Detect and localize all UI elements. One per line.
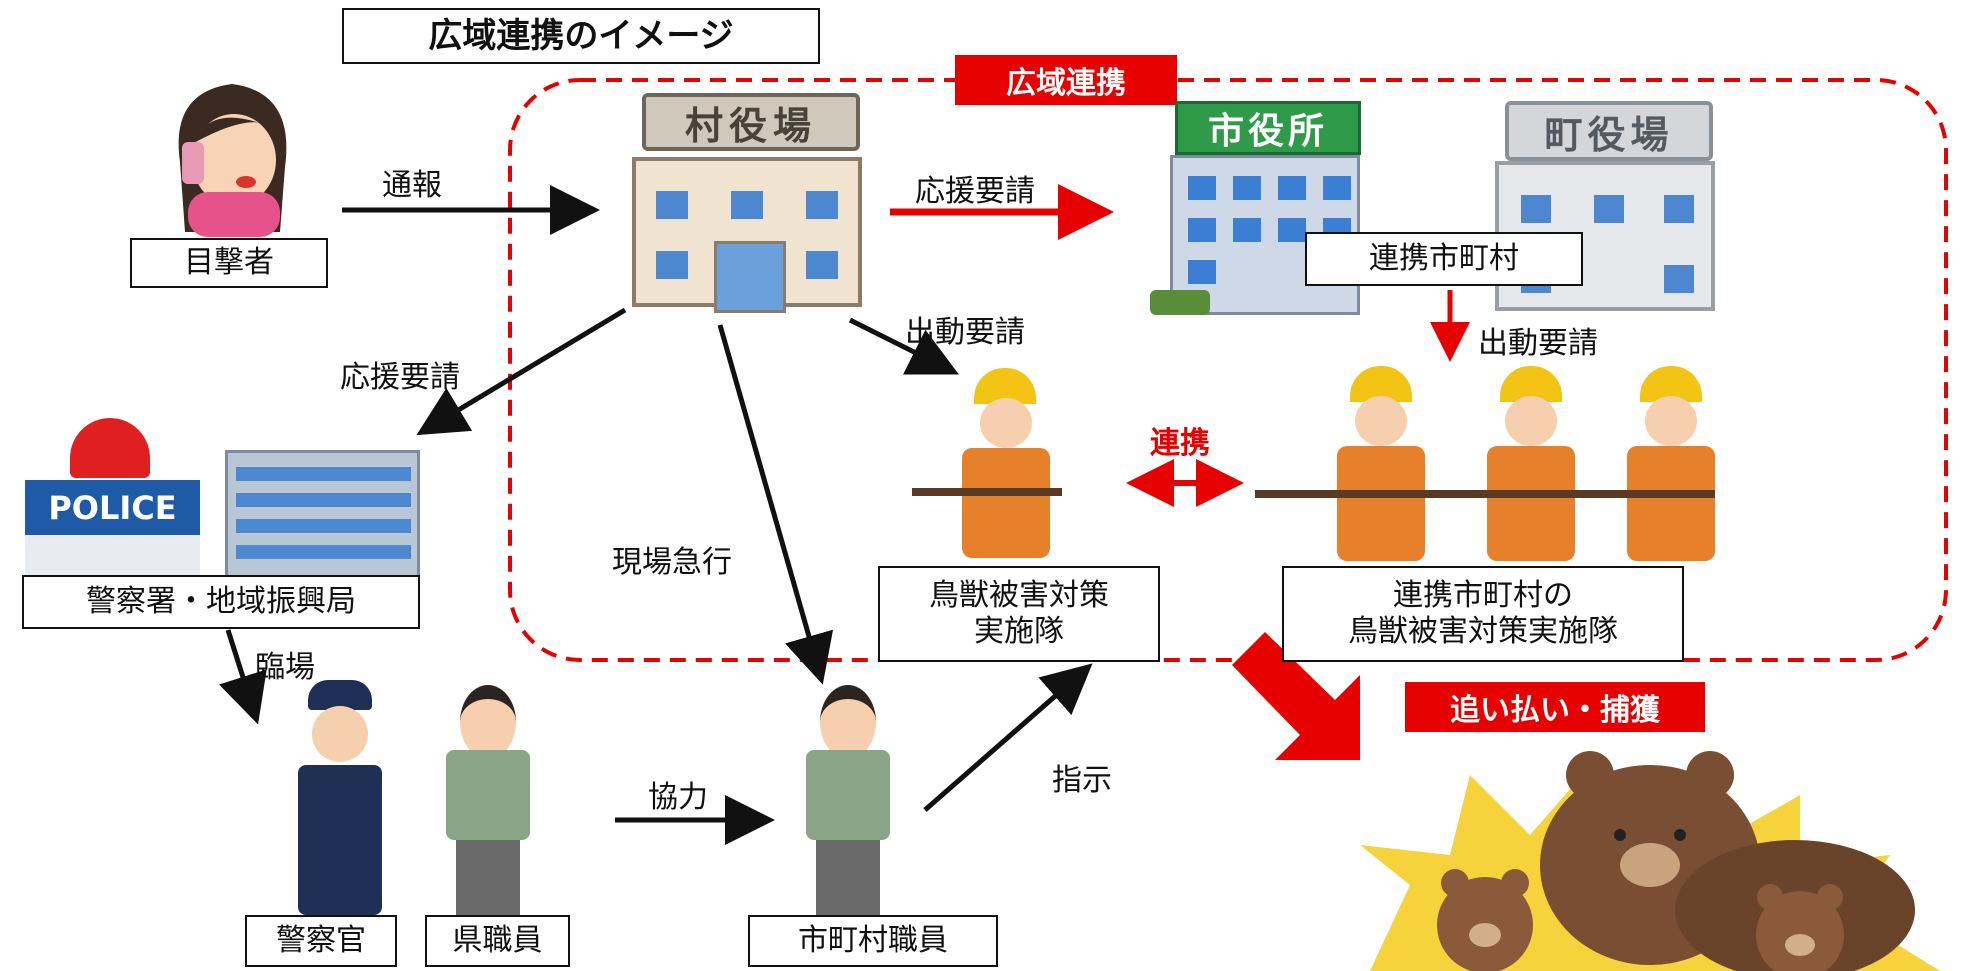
police-sign: POLICE <box>25 480 200 535</box>
label-support-request-city: 応援要請 <box>915 174 1035 209</box>
arrow-instruction <box>923 663 1093 812</box>
wildlife-team-label: 鳥獣被害対策 実施隊 <box>878 566 1160 662</box>
arrow-attend <box>219 629 267 725</box>
label-support-request-police: 応援要請 <box>340 360 460 395</box>
witness-illustration <box>160 72 305 237</box>
partner-municipalities-label: 連携市町村 <box>1305 232 1583 286</box>
label-report: 通報 <box>382 168 442 203</box>
label-instruction: 指示 <box>1052 763 1112 798</box>
label-collaboration: 連携 <box>1150 426 1210 461</box>
label-cooperation: 協力 <box>648 780 708 815</box>
village-office-body <box>632 157 862 313</box>
big-red-arrow <box>1232 632 1360 760</box>
wildlife-team-line1: 鳥獣被害対策 <box>929 578 1109 613</box>
village-office-sign: 村役場 <box>642 93 860 151</box>
arrow-support-police <box>416 307 627 436</box>
police-station-label: 警察署・地域振興局 <box>22 575 420 629</box>
diagram-title: 広域連携のイメージ <box>342 8 820 64</box>
police-station: POLICE <box>15 410 425 585</box>
partner-team-label: 連携市町村の 鳥獣被害対策実施隊 <box>1282 566 1684 662</box>
witness-label: 目撃者 <box>130 238 328 288</box>
partner-team-illustration <box>1255 358 1725 568</box>
label-rush-to-scene: 現場急行 <box>612 545 732 580</box>
wildlife-team-line2: 実施隊 <box>974 614 1064 649</box>
action-label: 追い払い・捕獲 <box>1405 682 1705 732</box>
police-officer-label: 警察官 <box>245 915 397 967</box>
bears-illustration <box>1360 751 1940 971</box>
city-office: 市役所 <box>1150 95 1380 320</box>
municipal-staff-label: 市町村職員 <box>748 915 998 967</box>
label-dispatch-request: 出動要請 <box>905 315 1025 350</box>
pref-staff-illustration <box>438 680 538 916</box>
city-office-sign: 市役所 <box>1175 101 1361 155</box>
municipal-staff-illustration <box>798 680 898 916</box>
village-team-illustration <box>912 360 1092 560</box>
officer-illustration <box>290 680 390 916</box>
pref-staff-label: 県職員 <box>425 915 570 967</box>
region-label: 広域連携 <box>955 55 1177 105</box>
partner-team-line2: 鳥獣被害対策実施隊 <box>1348 614 1618 649</box>
arrow-rush <box>717 324 834 685</box>
wide-area-region <box>508 78 1948 662</box>
arrow-dispatch <box>848 317 959 375</box>
label-dispatch-request-partner: 出動要請 <box>1478 326 1598 361</box>
town-office: 町役場 <box>1485 95 1725 315</box>
label-attend: 臨場 <box>255 650 315 685</box>
partner-team-line1: 連携市町村の <box>1393 578 1573 613</box>
village-office: 村役場 <box>622 85 872 313</box>
town-office-sign: 町役場 <box>1505 101 1713 161</box>
